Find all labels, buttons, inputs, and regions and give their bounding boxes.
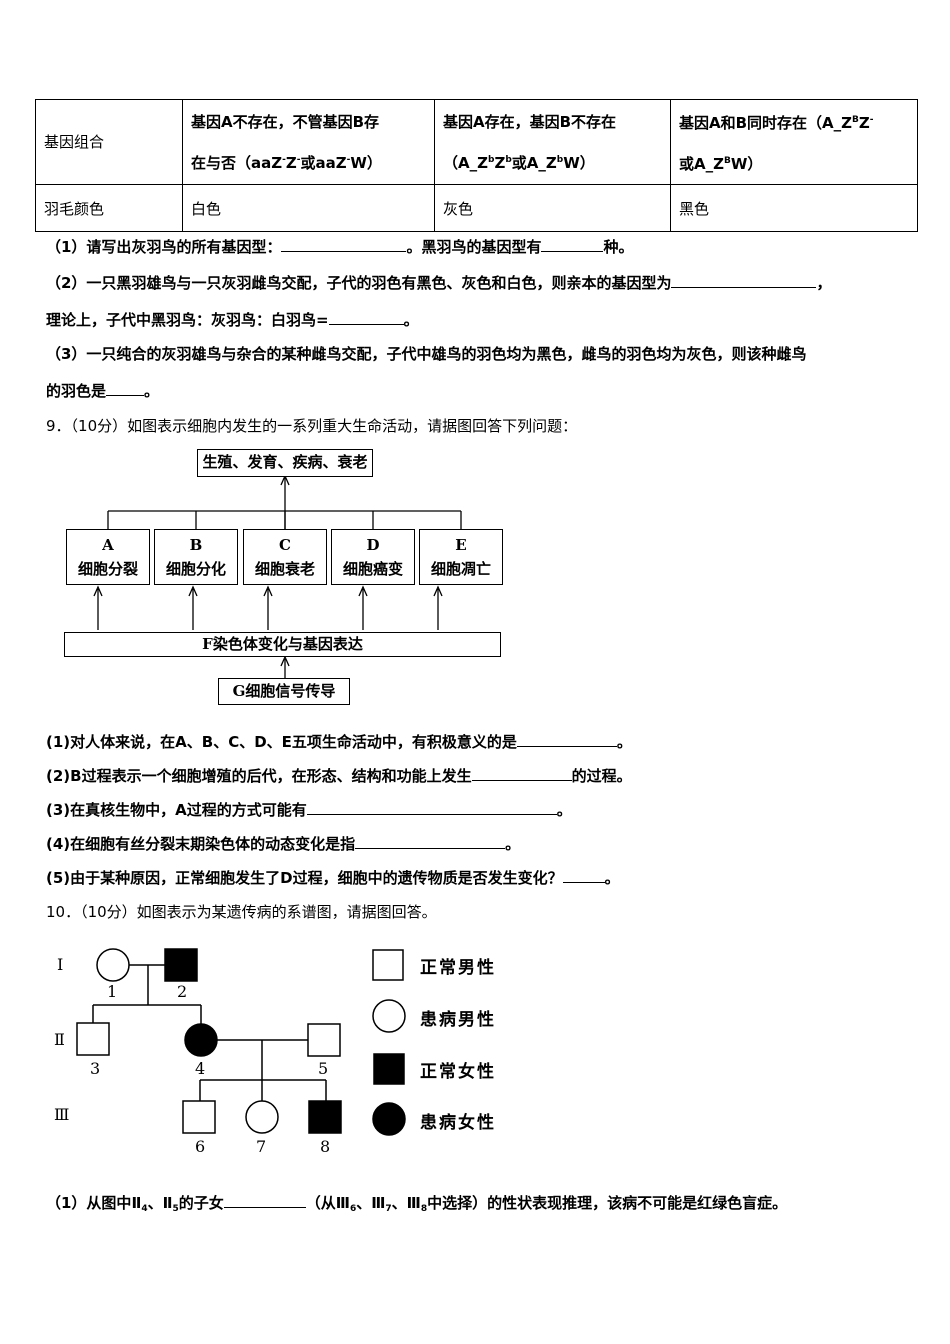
- q8-part2: （2）一只黑羽雄鸟与一只灰羽雌鸟交配，子代的羽色有黑色、灰色和白色，则亲本的基因…: [46, 273, 832, 292]
- q9-sub3: (3)在真核生物中，A过程的方式可能有。: [46, 800, 572, 819]
- legend-circle-filled: [372, 1102, 406, 1136]
- q9-sub1: (1)对人体来说，在A、B、C、D、E五项生命活动中，有积极意义的是。: [46, 732, 632, 751]
- answer-blank[interactable]: [541, 237, 604, 252]
- generation-label-1: Ⅰ: [57, 955, 64, 974]
- q8-part2-cont: 理论上，子代中黑羽鸟：灰羽鸟：白羽鸟=。: [46, 310, 419, 329]
- individual-4: [184, 1023, 218, 1057]
- individual-number: 4: [195, 1059, 206, 1078]
- answer-blank[interactable]: [516, 732, 617, 747]
- answer-blank[interactable]: [671, 273, 817, 288]
- individual-number: 7: [256, 1137, 267, 1156]
- table-cell-gray-genotype: 基因A存在，基因B不存在 （A_ZbZb或A_ZbW）: [434, 99, 671, 185]
- q8-part3: （3）一只纯合的灰羽雄鸟与杂合的某种雌鸟交配，子代中雄鸟的羽色均为黑色，雌鸟的羽…: [46, 345, 807, 363]
- individual-2: [164, 948, 198, 982]
- q9-sub2: (2)B过程表示一个细胞增殖的后代，在形态、结构和功能上发生的过程。: [46, 766, 632, 785]
- answer-blank[interactable]: [306, 800, 557, 815]
- legend-square-filled: [373, 1053, 405, 1085]
- table-cell-gray: 灰色: [434, 184, 671, 232]
- individual-number: 1: [107, 982, 118, 1001]
- q9-title: 9．（10分）如图表示细胞内发生的一系列重大生命活动，请据图回答下列问题：: [46, 417, 578, 435]
- individual-number: 5: [318, 1059, 329, 1078]
- individual-number: 8: [320, 1137, 331, 1156]
- genotype-table: 基因组合 基因A不存在，不管基因B存 在与否（aaZ-Z-或aaZ-W） 基因A…: [35, 99, 918, 232]
- generation-label-2: Ⅱ: [54, 1030, 65, 1049]
- pedigree-diagram: Ⅰ Ⅱ Ⅲ 1 2 3 4 5 6 7 8 正常男性 患病男性 正常女性 患病女…: [40, 935, 520, 1165]
- q10-title: 10．（10分）如图表示为某遗传病的系谱图，请据图回答。: [46, 903, 437, 921]
- q9-sub5: (5)由于某种原因，正常细胞发生了D过程，细胞中的遗传物质是否发生变化？。: [46, 868, 620, 887]
- individual-number: 6: [195, 1137, 206, 1156]
- individual-3: [76, 1022, 110, 1056]
- legend-label: 正常女性: [420, 1062, 496, 1082]
- table-cell-black: 黑色: [670, 184, 918, 232]
- answer-blank[interactable]: [471, 766, 572, 781]
- legend-label: 正常男性: [420, 958, 496, 978]
- individual-5: [307, 1023, 341, 1057]
- diagram-box-g: G细胞信号传导: [218, 678, 350, 705]
- q9-sub4: (4)在细胞有丝分裂末期染色体的动态变化是指。: [46, 834, 521, 853]
- answer-blank[interactable]: [106, 381, 145, 396]
- individual-6: [182, 1100, 216, 1134]
- table-row-head-genotype: 基因组合: [35, 99, 183, 185]
- table-cell-black-genotype: 基因A和B同时存在（A_ZBZ- 或A_ZBW）: [670, 99, 918, 185]
- diagram-lines: [93, 474, 462, 678]
- answer-blank[interactable]: [223, 1193, 306, 1208]
- legend-circle-open: [372, 999, 406, 1033]
- pedigree-lines: [76, 948, 406, 1136]
- answer-blank[interactable]: [281, 237, 407, 252]
- individual-8: [308, 1100, 342, 1134]
- legend-label: 患病女性: [420, 1113, 496, 1133]
- legend-square-open: [372, 949, 404, 981]
- individual-number: 2: [177, 982, 188, 1001]
- answer-blank[interactable]: [355, 834, 506, 849]
- individual-7: [245, 1100, 279, 1134]
- diagram-box-f: F染色体变化与基因表达: [64, 632, 501, 657]
- answer-blank[interactable]: [562, 868, 605, 883]
- individual-number: 3: [90, 1059, 101, 1078]
- q8-part1: （1）请写出灰羽鸟的所有基因型：。黑羽鸟的基因型有种。: [46, 237, 634, 256]
- table-row-head-color: 羽毛颜色: [35, 184, 183, 232]
- generation-label-3: Ⅲ: [54, 1105, 70, 1124]
- legend-label: 患病男性: [420, 1010, 496, 1030]
- individual-1: [96, 948, 130, 982]
- diagram-top-box: 生殖、发育、疾病、衰老: [197, 449, 373, 477]
- table-cell-white-genotype: 基因A不存在，不管基因B存 在与否（aaZ-Z-或aaZ-W）: [182, 99, 435, 185]
- q10-sub1: （1）从图中Ⅱ4、Ⅱ5的子女（从Ⅲ6、Ⅲ7、Ⅲ8中选择）的性状表现推理，该病不可…: [46, 1193, 788, 1214]
- table-cell-white: 白色: [182, 184, 435, 232]
- answer-blank[interactable]: [328, 310, 404, 325]
- q8-part3-cont: 的羽色是。: [46, 381, 160, 400]
